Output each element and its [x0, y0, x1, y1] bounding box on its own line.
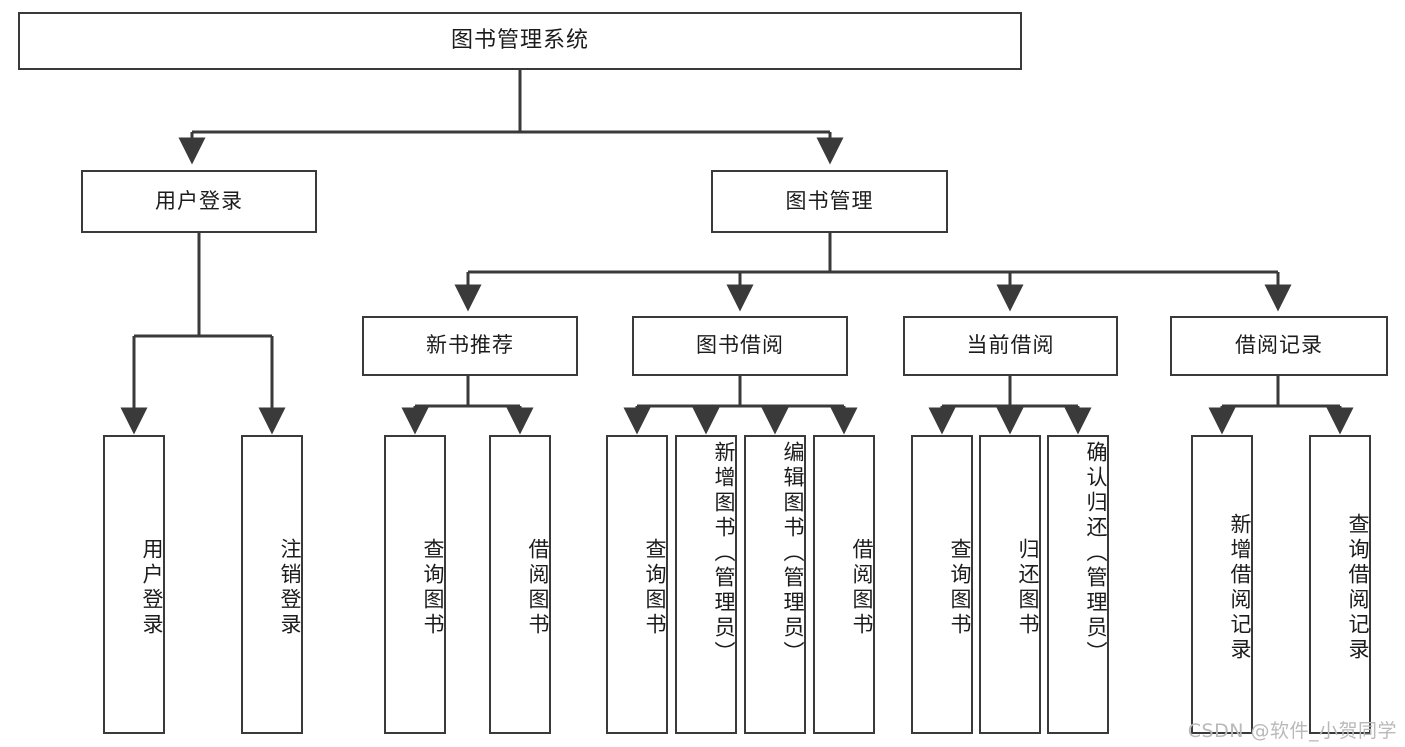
node-label: 编辑图书（管理员） — [781, 441, 805, 666]
node-label: 借阅记录 — [1235, 333, 1323, 358]
node-label: 借阅图书 — [850, 537, 874, 638]
leaf-query-book-2[interactable]: 查询图书 — [606, 435, 668, 734]
node-label: 查询借阅记录 — [1346, 512, 1370, 663]
leaf-logout-login[interactable]: 注销登录 — [241, 435, 303, 734]
node-root-book-management-system[interactable]: 图书管理系统 — [18, 12, 1022, 70]
node-label: 注销登录 — [278, 537, 302, 638]
node-label: 用户登录 — [140, 537, 164, 638]
node-label: 借阅图书 — [526, 537, 550, 638]
node-label: 当前借阅 — [966, 333, 1055, 358]
node-label: 图书管理 — [785, 188, 874, 213]
node-label: 新增借阅记录 — [1228, 512, 1252, 663]
leaf-query-borrow-record[interactable]: 查询借阅记录 — [1309, 435, 1371, 734]
leaf-confirm-return-admin[interactable]: 确认归还（管理员） — [1047, 435, 1109, 734]
node-label: 新增图书（管理员） — [712, 441, 736, 666]
leaf-add-borrow-record[interactable]: 新增借阅记录 — [1191, 435, 1253, 734]
node-new-book-recommend[interactable]: 新书推荐 — [362, 316, 578, 376]
node-current-borrow[interactable]: 当前借阅 — [903, 316, 1118, 376]
leaf-add-book-admin[interactable]: 新增图书（管理员） — [675, 435, 737, 734]
node-label: 查询图书 — [643, 537, 667, 638]
node-label: 用户登录 — [155, 188, 243, 213]
node-label: 确认归还（管理员） — [1084, 441, 1108, 666]
node-label: 图书借阅 — [696, 333, 784, 358]
node-borrow-record[interactable]: 借阅记录 — [1170, 316, 1388, 376]
node-book-borrow[interactable]: 图书借阅 — [632, 316, 848, 376]
leaf-user-login[interactable]: 用户登录 — [103, 435, 165, 734]
node-user-login[interactable]: 用户登录 — [81, 170, 317, 233]
node-label: 查询图书 — [421, 537, 445, 638]
node-label: 查询图书 — [948, 537, 972, 638]
leaf-borrow-book-2[interactable]: 借阅图书 — [813, 435, 875, 734]
node-label: 新书推荐 — [426, 333, 514, 358]
leaf-borrow-book-1[interactable]: 借阅图书 — [489, 435, 551, 734]
node-book-management[interactable]: 图书管理 — [711, 170, 948, 233]
node-label: 归还图书 — [1016, 537, 1040, 638]
leaf-query-book-1[interactable]: 查询图书 — [384, 435, 446, 734]
node-label: 图书管理系统 — [450, 27, 589, 53]
leaf-edit-book-admin[interactable]: 编辑图书（管理员） — [744, 435, 806, 734]
leaf-return-book[interactable]: 归还图书 — [979, 435, 1041, 734]
leaf-query-book-3[interactable]: 查询图书 — [911, 435, 973, 734]
